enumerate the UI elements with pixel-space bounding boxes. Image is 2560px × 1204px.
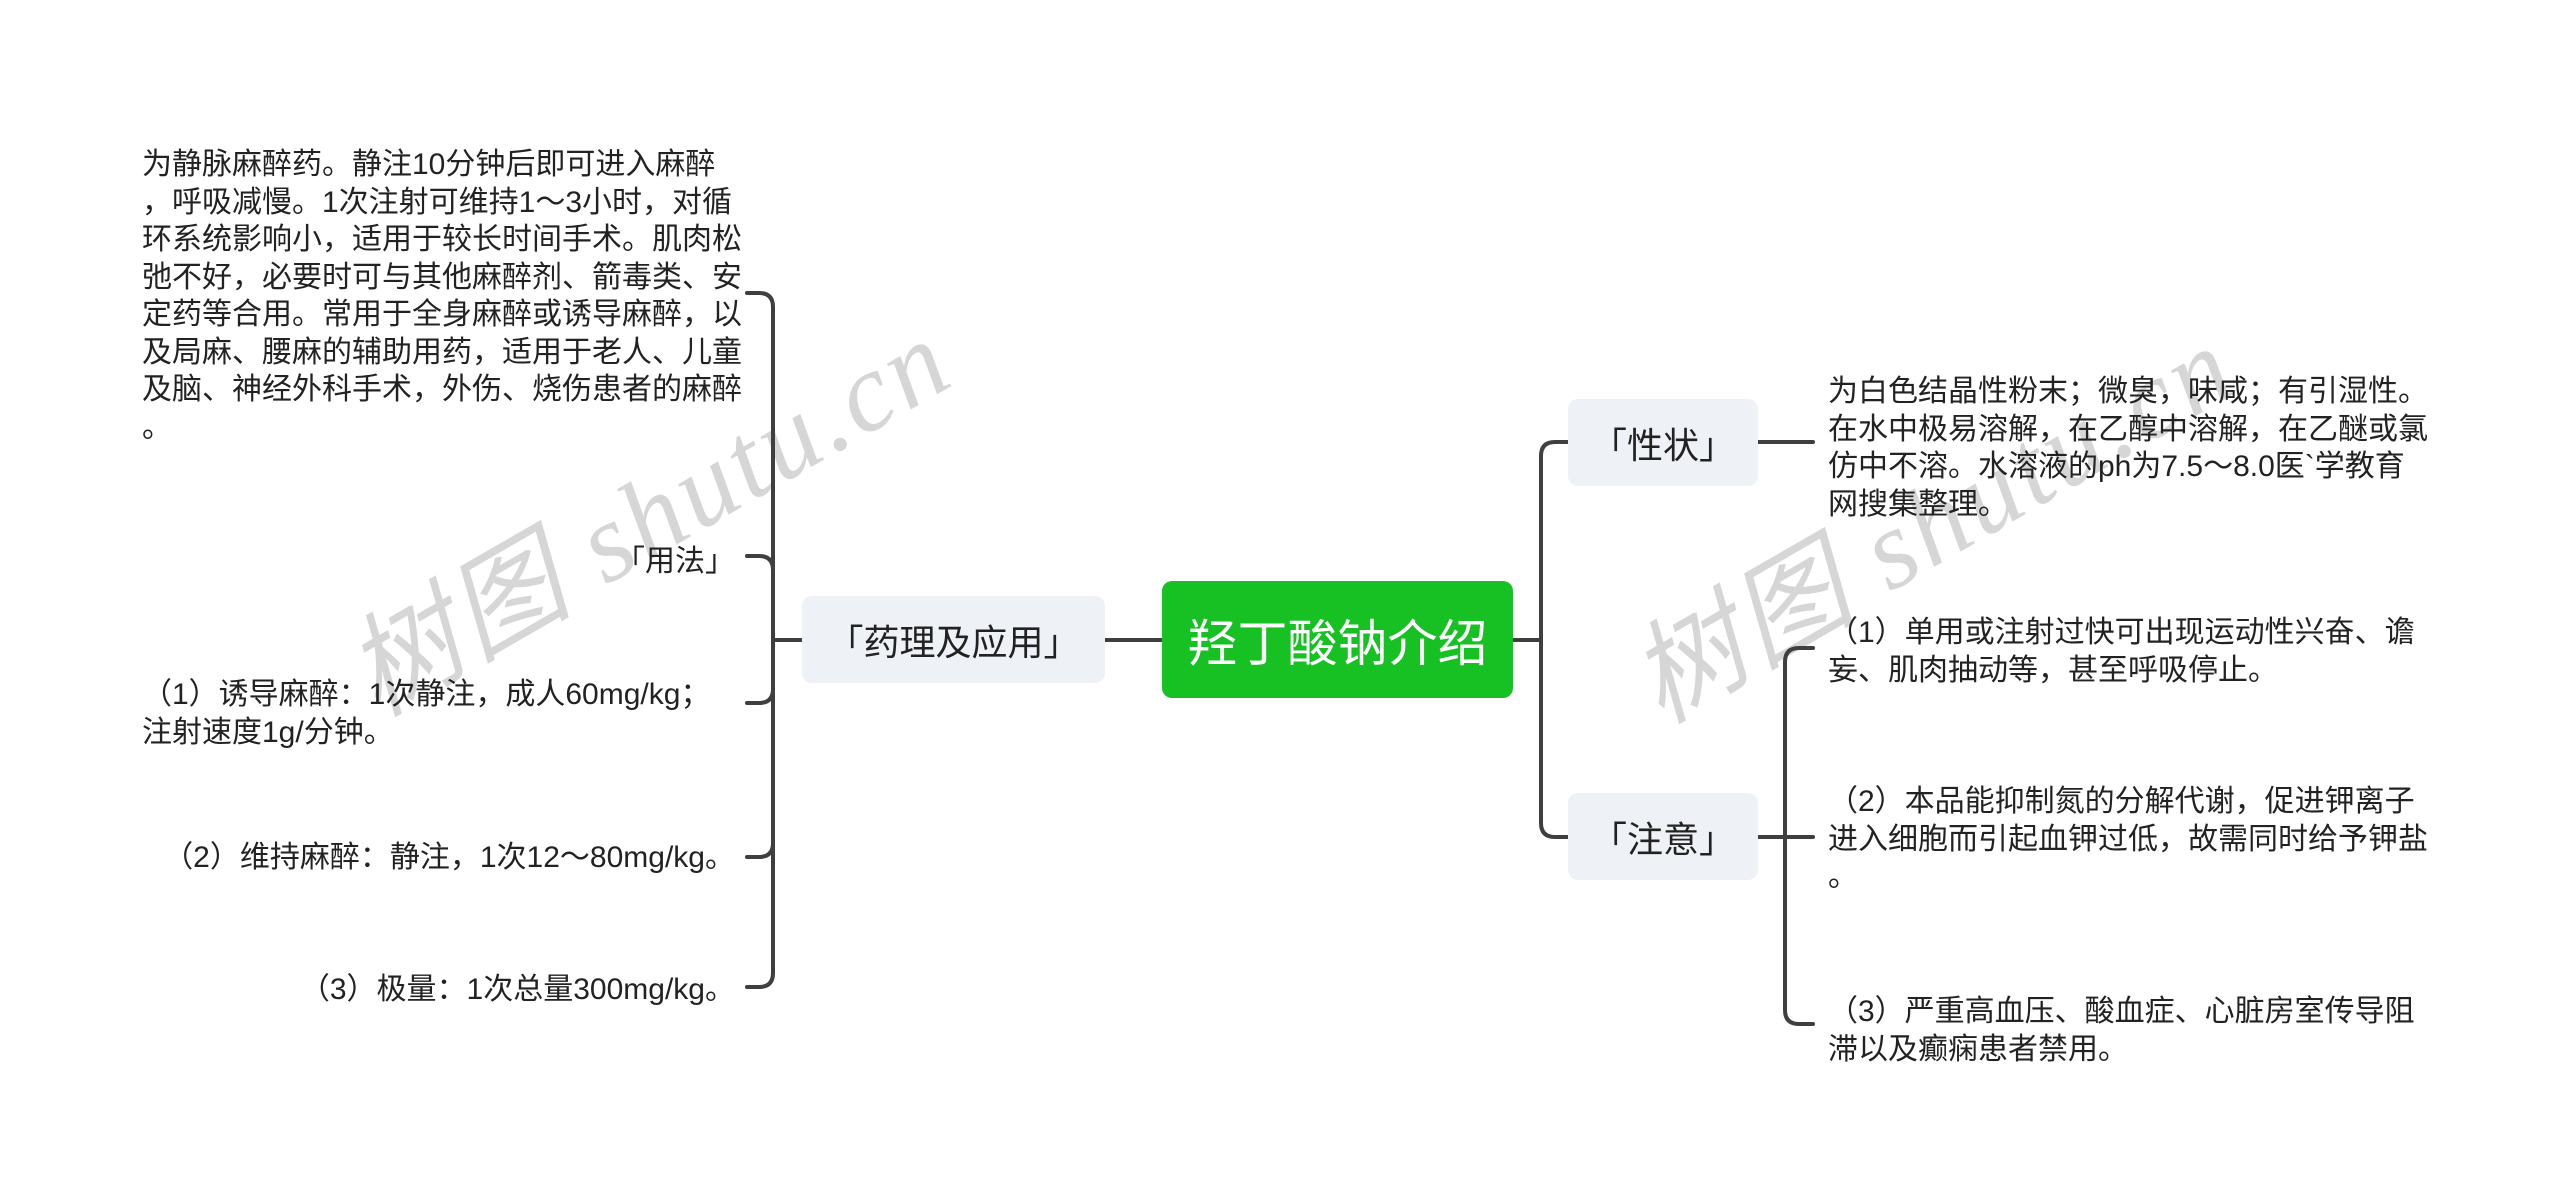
leaf-usage-heading: 「用法」 (615, 545, 735, 578)
leaf-caution-item-3: （3）严重高血压、酸血症、心脏房室传导阻 滞以及癫痫患者禁用。 (1828, 995, 2415, 1066)
connector-left-child-item1 (745, 638, 775, 705)
connector-left-child-item3 (745, 638, 775, 989)
branch-node-label: 「药理及应用」 (827, 621, 1080, 663)
connector-left-child-item2 (745, 638, 775, 859)
leaf-properties-description: 为白色结晶性粉末；微臭，味咸；有引湿性。 在水中极易溶解，在乙醇中溶解，在乙醚或… (1828, 375, 2428, 521)
connector-left-child-description (745, 291, 775, 642)
branch-node-properties: 「性状」 (1568, 399, 1758, 486)
root-node-label: 羟丁酸钠介绍 (1187, 615, 1488, 672)
connector-left-child-usage (745, 554, 775, 642)
branch-node-pharmacology: 「药理及应用」 (802, 596, 1105, 683)
leaf-usage-item-1: （1）诱导麻醉：1次静注，成人60mg/kg； 注射速度1g/分钟。 (142, 678, 711, 749)
leaf-usage-item-3: （3）极量：1次总量300mg/kg。 (299, 973, 735, 1006)
connector-root-properties (1539, 440, 1570, 642)
branch-node-label: 「注意」 (1590, 818, 1735, 860)
leaf-usage-item-2: （2）维持麻醉：静注，1次12～80mg/kg。 (163, 841, 735, 874)
root-node: 羟丁酸钠介绍 (1162, 581, 1513, 698)
leaf-pharmacology-description: 为静脉麻醉药。静注10分钟后即可进入麻醉 ，呼吸减慢。1次注射可维持1～3小时，… (142, 148, 742, 444)
connector-cautions-item1 (1783, 646, 1815, 839)
connector-root-cautions (1539, 638, 1570, 839)
branch-node-label: 「性状」 (1590, 424, 1735, 466)
leaf-caution-item-1: （1）单用或注射过快可出现运动性兴奋、谵 妄、肌肉抽动等，甚至呼吸停止。 (1828, 616, 2415, 687)
connector-cautions-item3 (1783, 835, 1815, 1026)
branch-node-cautions: 「注意」 (1568, 793, 1758, 880)
leaf-caution-item-2: （2）本品能抑制氮的分解代谢，促进钾离子 进入细胞而引起血钾过低，故需同时给予钾… (1828, 785, 2428, 893)
